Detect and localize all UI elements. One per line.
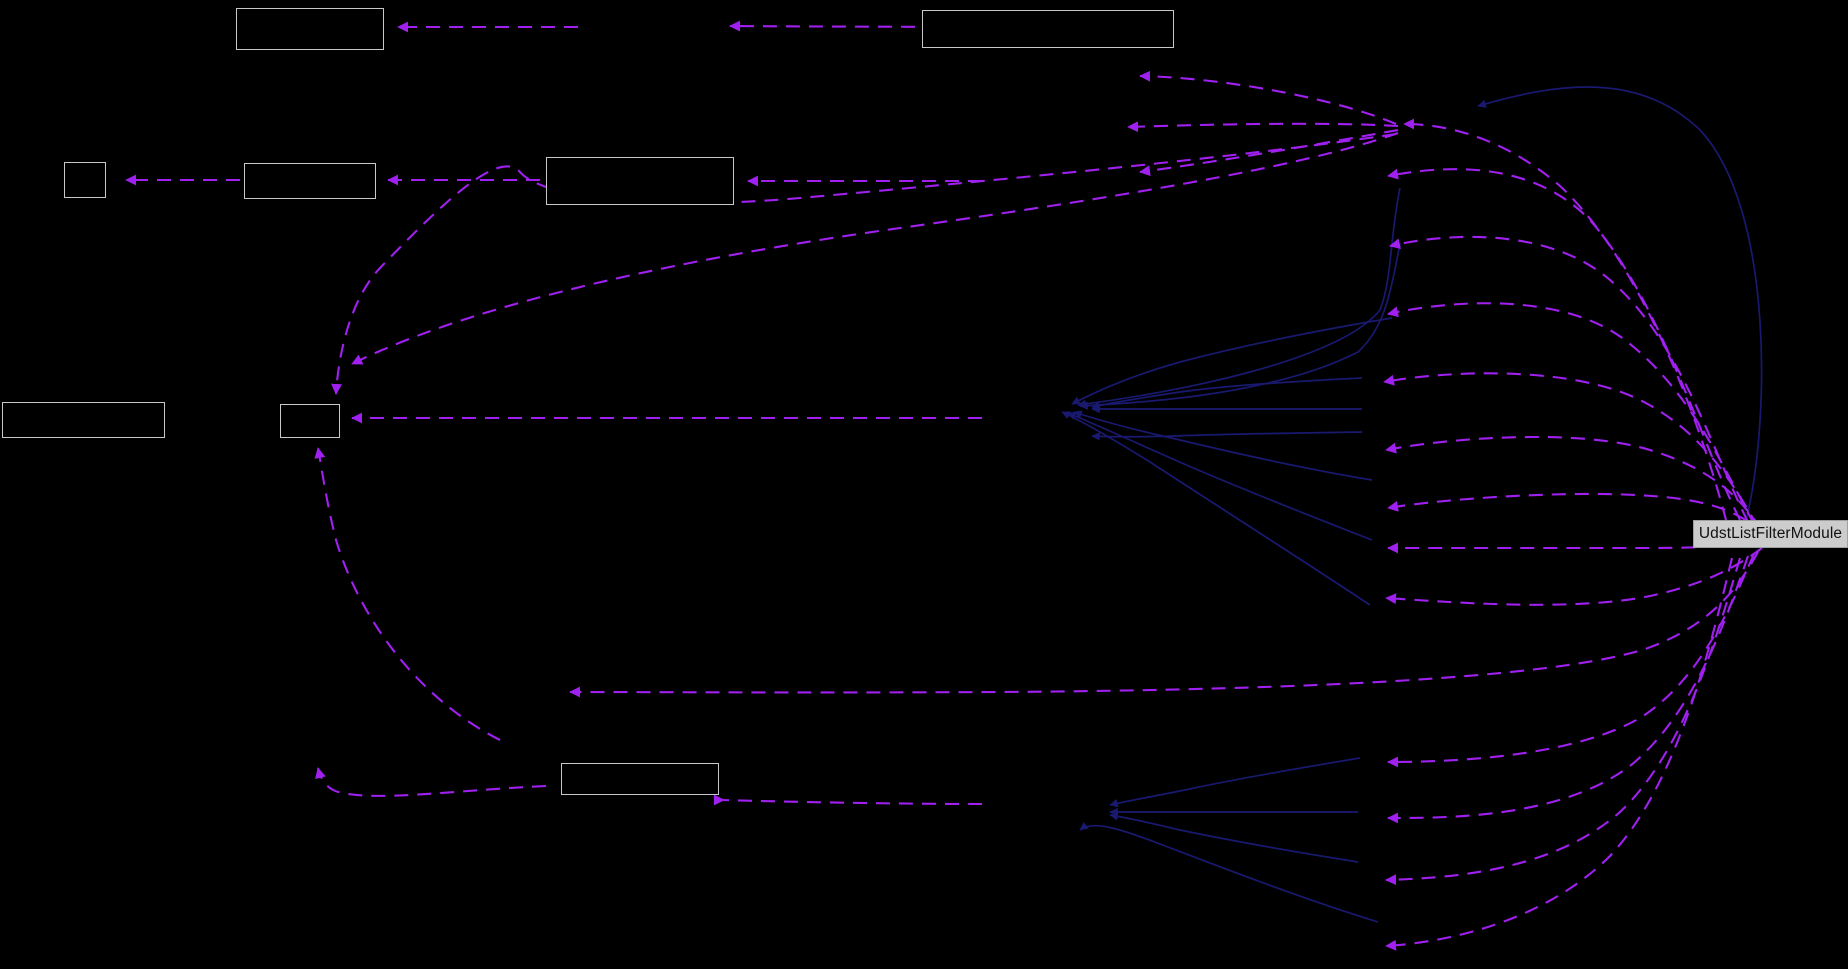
inheritance-edges — [1061, 86, 1763, 923]
usage-edge — [569, 551, 1759, 698]
inheritance-edge — [1061, 411, 1371, 606]
usage-edge — [1127, 121, 1399, 133]
usage-edge — [1385, 547, 1763, 606]
usage-edge — [1383, 372, 1759, 528]
inheritance-edge — [1079, 242, 1401, 410]
inheritance-edge — [1077, 187, 1401, 409]
inheritance-edge — [1067, 412, 1373, 541]
usage-edge — [1387, 555, 1749, 824]
usage-edge — [1387, 302, 1755, 525]
focus-node-label: UdstListFilterModule — [1698, 525, 1843, 543]
usage-edge — [1387, 553, 1755, 768]
inheritance-edge — [1109, 757, 1361, 808]
usage-edge — [1139, 128, 1399, 177]
node-top-center[interactable] — [922, 10, 1174, 48]
usage-edge — [1139, 70, 1397, 125]
usage-edge — [314, 447, 501, 741]
inheritance-edge — [1071, 317, 1393, 405]
usage-edge — [1385, 557, 1742, 886]
inheritance-edge — [1477, 86, 1763, 525]
usage-edge — [1387, 492, 1765, 535]
usage-edge — [1385, 557, 1734, 951]
inheritance-edge — [1079, 821, 1379, 923]
inheritance-edge — [1109, 812, 1359, 863]
node-left-mid-upper[interactable] — [244, 163, 376, 199]
node-center-small[interactable] — [280, 404, 340, 438]
usage-edge — [1387, 168, 1741, 521]
inheritance-edge — [1091, 431, 1363, 441]
usage-edge — [1389, 235, 1749, 523]
node-top-left[interactable] — [236, 8, 384, 50]
node-lower-center[interactable] — [561, 763, 719, 795]
usage-edge — [315, 767, 547, 797]
inheritance-edge — [1073, 410, 1373, 481]
usage-edge — [331, 132, 1397, 395]
inheritance-edge — [1091, 377, 1363, 410]
focus-node-udstlistfiltermodule[interactable]: UdstListFilterModule — [1693, 520, 1848, 548]
usage-edge — [1403, 118, 1728, 521]
usage-edge — [1385, 435, 1763, 531]
usage-edge — [1387, 540, 1765, 554]
node-far-left-mid[interactable] — [2, 402, 165, 438]
node-center-upper[interactable] — [546, 157, 734, 205]
usage-edge — [351, 132, 1399, 365]
node-left-small[interactable] — [64, 162, 106, 198]
usage-edges — [125, 20, 1765, 951]
usage-edge — [713, 794, 983, 806]
